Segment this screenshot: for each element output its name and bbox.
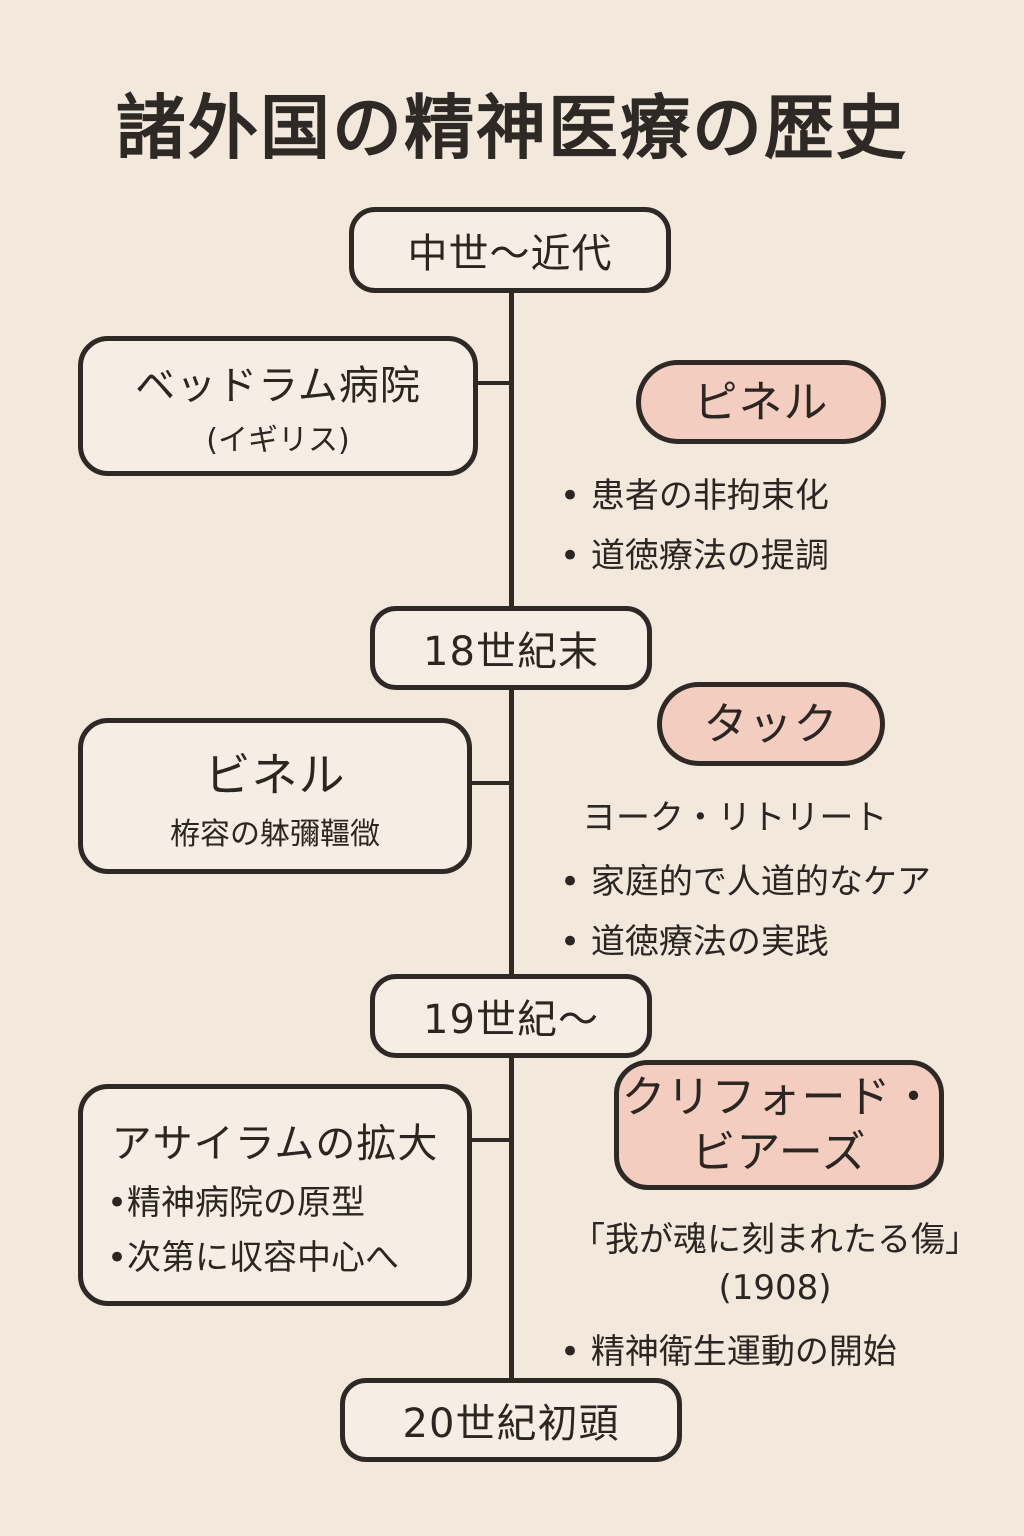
connector-3 bbox=[470, 1138, 512, 1142]
binel-box: ビネル 栫容の躰彌韁㣲 bbox=[78, 718, 472, 874]
era-medieval-modern: 中世〜近代 bbox=[349, 207, 671, 293]
tuke-bullet-2: • 道徳療法の実践 bbox=[560, 922, 829, 962]
timeline-line bbox=[509, 290, 514, 1380]
page-title: 諸外国の精神医療の歴史 bbox=[116, 87, 908, 169]
asylum-bullet-2: •次第に収容中心へ bbox=[107, 1238, 400, 1278]
era-early-20th-century: 20世紀初頭 bbox=[340, 1378, 682, 1462]
pinel-bullet-1: • 患者の非拘束化 bbox=[560, 476, 829, 516]
beers-name-line-1: クリフォード・ bbox=[621, 1072, 937, 1123]
binel-label: ビネル bbox=[204, 748, 346, 802]
pinel-bullet-2: • 道徳療法の提調 bbox=[560, 536, 829, 576]
beers-name-line-2: ビアーズ bbox=[691, 1127, 867, 1178]
bedlam-label: ベッドラム病院 bbox=[135, 363, 421, 409]
bedlam-box: ベッドラム病院 (イギリス) bbox=[78, 336, 478, 476]
asylum-label: アサイラムの拡大 bbox=[111, 1121, 439, 1167]
era-late-18th-century: 18世紀末 bbox=[370, 606, 652, 690]
beers-bullet-1: • 精神衛生運動の開始 bbox=[560, 1332, 897, 1372]
tuke-pill: タック bbox=[657, 682, 885, 766]
tuke-bullet-1: • 家庭的で人道的なケア bbox=[560, 862, 931, 902]
pinel-pill: ピネル bbox=[636, 360, 886, 444]
beers-year: (1908) bbox=[718, 1268, 832, 1308]
binel-caption: 栫容の躰彌韁㣲 bbox=[170, 817, 380, 852]
bedlam-country: (イギリス) bbox=[206, 423, 350, 458]
beers-book-title: 「我が魂に刻まれたる傷」 bbox=[571, 1220, 979, 1260]
connector-1 bbox=[476, 381, 512, 385]
asylum-bullet-1: •精神病院の原型 bbox=[107, 1183, 366, 1223]
asylum-box: アサイラムの拡大 •精神病院の原型 •次第に収容中心へ bbox=[78, 1084, 472, 1306]
connector-2 bbox=[470, 781, 512, 785]
era-19th-century: 19世紀〜 bbox=[370, 974, 652, 1058]
beers-pill: クリフォード・ ビアーズ bbox=[614, 1060, 944, 1190]
york-retreat-label: ヨーク・リトリート bbox=[582, 798, 888, 838]
